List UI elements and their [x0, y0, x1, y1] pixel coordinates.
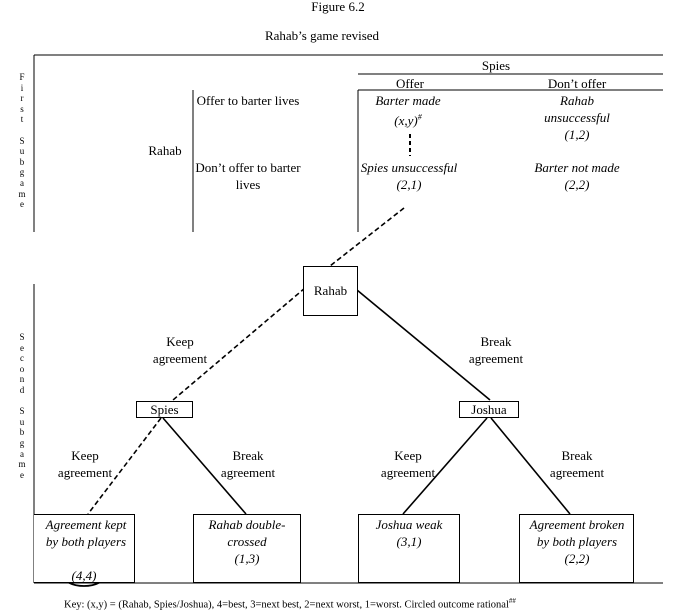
outcome-rahab-double-crossed: Rahab double-crossed (1,3) [193, 514, 301, 583]
cell-barter-made: Barter made (x,y)# [358, 92, 458, 129]
row-label-dont-offer: Don’t offer to barter lives [195, 160, 301, 192]
row-label-offer: Offer to barter lives [196, 93, 300, 108]
cell-spies-unsuccessful: Spies unsuccessful (2,1) [358, 159, 460, 193]
outcome-payoff: (1,3) [234, 551, 260, 566]
key-footnote-mark: ## [508, 597, 516, 605]
outcome-text: Joshua weak [375, 517, 443, 532]
key-note: Key: (x,y) = (Rahab, Spies/Joshua), 4=be… [64, 597, 516, 611]
column-player-spies: Spies [481, 58, 511, 73]
node-joshua: Joshua [459, 401, 519, 418]
branch-label-keep: Keep agreement [152, 334, 208, 366]
edge-spies-break [162, 417, 247, 515]
second-subgame-label: S e c o n d S u b g a m e [18, 332, 26, 480]
branch-label-spies-keep: Keep agreement [57, 448, 113, 480]
outcome-broken-text: Agreement broken by both players [529, 517, 625, 549]
outcome-text: Agreement broken by both players (2,2) [526, 516, 628, 567]
outcome-broken-payoff: (2,2) [564, 551, 590, 566]
cell-payoff: (2,2) [564, 177, 590, 192]
column-header-dont-offer: Don’t offer [547, 76, 607, 91]
cell-text: Rahab unsuccessful [544, 93, 610, 125]
cell-text: Spies unsuccessful [360, 160, 458, 175]
outcome-payoff: (3,1) [396, 534, 422, 549]
cell-payoff: (2,1) [396, 177, 422, 192]
node-spies: Spies [136, 401, 193, 418]
cell-payoff: (x,y)# [358, 109, 458, 129]
branch-label-joshua-break: Break agreement [549, 448, 605, 480]
outcome-text: Rahab double-crossed [208, 517, 286, 549]
edge-joshua-keep [402, 417, 488, 515]
node-rahab: Rahab [303, 266, 358, 316]
figure-title: Rahab’s game revised [264, 28, 380, 43]
edge-rahab-keep [172, 287, 306, 401]
footnote-mark: # [417, 113, 422, 122]
figure-number: Figure 6.2 [311, 0, 365, 14]
column-header-offer: Offer [396, 76, 424, 91]
edge-joshua-break [490, 417, 571, 515]
cell-text: Barter not made [534, 160, 620, 175]
outcome-agreement-broken: Agreement broken by both players (2,2) [519, 514, 634, 583]
cell-rahab-unsuccessful: Rahab unsuccessful (1,2) [521, 92, 633, 143]
first-subgame-label: F i r s t S u b g a m e [18, 72, 26, 210]
cell-payoff: (1,2) [564, 127, 590, 142]
outcome-agreement-kept: Agreement kept by both players (4,4) [34, 514, 135, 583]
branch-label-spies-break: Break agreement [220, 448, 276, 480]
outcome-text: Agreement kept by both players [45, 517, 127, 549]
edge-matrix-to-rahab [329, 207, 405, 267]
branch-label-joshua-keep: Keep agreement [380, 448, 436, 480]
branch-label-break: Break agreement [468, 334, 524, 366]
edge-spies-keep [87, 417, 162, 515]
outcome-joshua-weak: Joshua weak (3,1) [358, 514, 460, 583]
outcome-payoff-circled: (4,4) [71, 568, 97, 583]
edge-rahab-break [356, 289, 491, 401]
row-player-rahab: Rahab [148, 143, 182, 158]
payoff-xy: (x,y)# [394, 113, 422, 129]
cell-text: Barter made [375, 93, 441, 108]
cell-barter-not-made: Barter not made (2,2) [515, 159, 639, 193]
